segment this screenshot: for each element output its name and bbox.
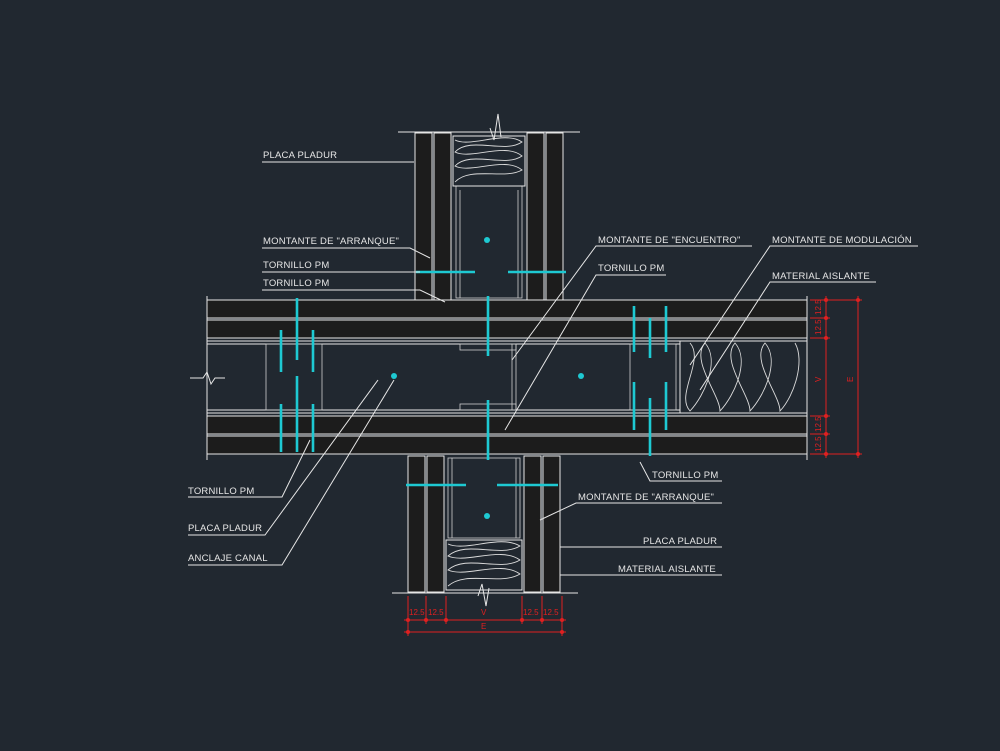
label-tornillo-pm-3: TORNILLO PM <box>598 263 664 274</box>
screws <box>279 270 668 487</box>
bottom-dimensions: 12.5 12.5 V 12.5 12.5 E <box>404 596 566 636</box>
label-material-aislante-right: MATERIAL AISLANTE <box>772 271 870 282</box>
label-tornillo-pm-left: TORNILLO PM <box>188 486 254 497</box>
label-placa-pladur-top: PLACA PLADUR <box>263 150 337 161</box>
label-anclaje-canal: ANCLAJE CANAL <box>188 553 268 564</box>
label-montante-arranque-top: MONTANTE DE "ARRANQUE" <box>263 236 399 247</box>
dim-bottom-e: E <box>481 622 486 631</box>
label-montante-arranque-bottom: MONTANTE DE "ARRANQUE" <box>578 492 714 503</box>
anchor-point <box>578 373 584 379</box>
dim-bottom-12-5-b: 12.5 <box>428 608 444 617</box>
label-tornillo-pm-1: TORNILLO PM <box>263 260 329 271</box>
label-montante-encuentro: MONTANTE DE "ENCUENTRO" <box>598 235 741 246</box>
dim-right-12-5-c: 12.5 <box>814 416 823 432</box>
dim-right-e: E <box>846 377 855 382</box>
top-wall <box>398 113 580 301</box>
dim-right-12-5-d: 12.5 <box>814 436 823 452</box>
dim-right-12-5-a: 12.5 <box>814 299 823 315</box>
label-tornillo-pm-2: TORNILLO PM <box>263 278 329 289</box>
dim-bottom-v: V <box>481 608 487 617</box>
insulation-right <box>679 340 808 414</box>
label-placa-pladur-left: PLACA PLADUR <box>188 523 262 534</box>
label-placa-pladur-bottom: PLACA PLADUR <box>643 536 717 547</box>
label-tornillo-pm-right: TORNILLO PM <box>652 470 718 481</box>
right-dimensions: 12.5 12.5 V 12.5 12.5 E <box>810 296 862 458</box>
dim-bottom-12-5-d: 12.5 <box>543 608 559 617</box>
leader-lines <box>188 161 918 576</box>
bottom-wall <box>392 455 578 607</box>
label-material-aislante-bottom: MATERIAL AISLANTE <box>618 564 716 575</box>
dim-right-12-5-b: 12.5 <box>814 319 823 335</box>
dim-bottom-12-5-c: 12.5 <box>523 608 539 617</box>
horizontal-wall <box>190 296 808 460</box>
dim-right-v: V <box>814 376 823 382</box>
label-montante-modulacion: MONTANTE DE MODULACIÓN <box>772 235 912 246</box>
text-labels: PLACA PLADUR MONTANTE DE "ARRANQUE" TORN… <box>188 150 912 575</box>
dim-bottom-12-5-a: 12.5 <box>409 608 425 617</box>
anchor-point <box>391 373 397 379</box>
